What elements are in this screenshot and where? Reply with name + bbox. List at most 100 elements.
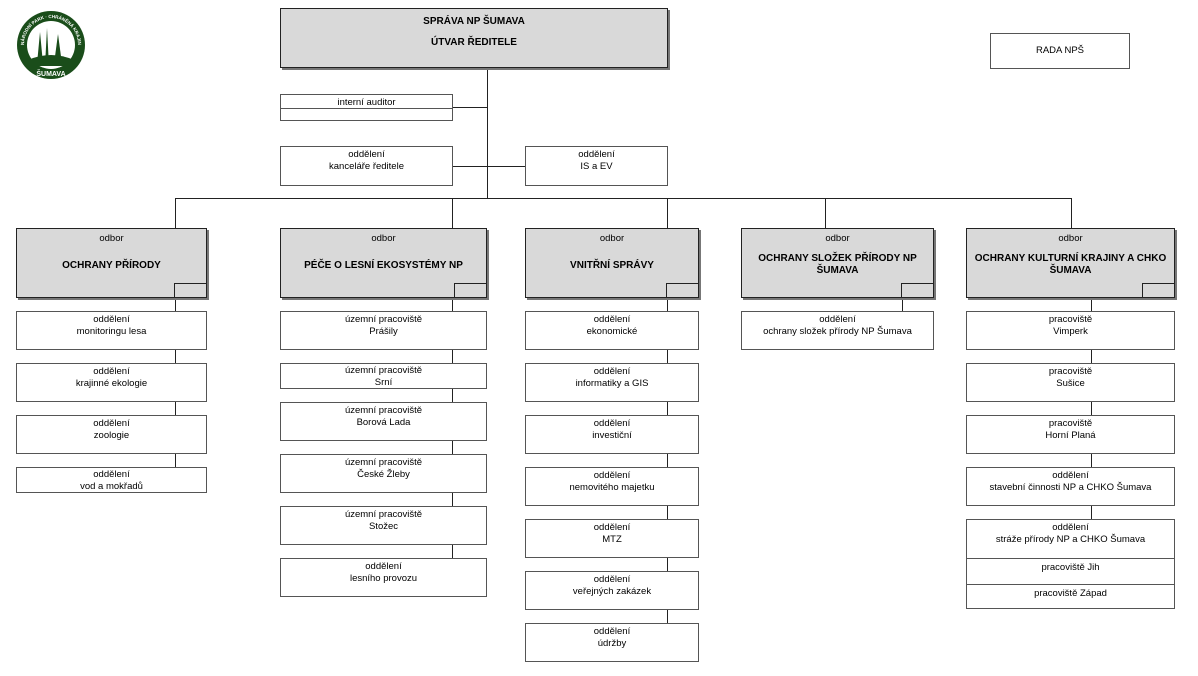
unit-l1: oddělení — [365, 561, 402, 572]
unit-verejnych-zakazek: oddělení veřejných zakázek — [525, 571, 699, 610]
odbor-name: OCHRANY SLOŽEK PŘÍRODY NP ŠUMAVA — [758, 253, 917, 276]
unit-vimperk: pracoviště Vimperk — [966, 311, 1175, 350]
kancelar-l2: kanceláře ředitele — [329, 161, 404, 172]
is-connector — [487, 166, 525, 167]
kancelar-connector — [453, 166, 487, 167]
unit-srni: územní pracoviště Srní — [280, 363, 487, 389]
kancelar-l1: oddělení — [348, 149, 385, 160]
odbor-ochrany-kulturni: odbor OCHRANY KULTURNÍ KRAJINY A CHKO ŠU… — [966, 228, 1175, 298]
odbor-ochrany-prirody: odbor OCHRANY PŘÍRODY — [16, 228, 207, 298]
odbor-label: odbor — [1058, 233, 1083, 244]
unit-l1: oddělení — [593, 418, 631, 429]
unit-prasily: územní pracoviště Prášily — [280, 311, 487, 350]
odbor-name: OCHRANY PŘÍRODY — [62, 260, 161, 271]
unit-l1: oddělení — [593, 470, 631, 481]
drop-1 — [175, 198, 176, 228]
unit-l1: oddělení — [593, 366, 631, 377]
drop-3 — [667, 198, 668, 228]
odbor-label: odbor — [599, 233, 625, 244]
unit-susice: pracoviště Sušice — [966, 363, 1175, 402]
unit-l1: oddělení — [593, 314, 631, 325]
unit-l2: monitoringu lesa — [76, 326, 147, 337]
unit-l1: územní pracoviště — [344, 457, 423, 468]
unit-monitoringu-lesa: oddělení monitoringu lesa — [16, 311, 207, 350]
unit-l1: oddělení — [819, 314, 856, 325]
director-box: SPRÁVA NP ŠUMAVA ÚTVAR ŘEDITELE — [280, 8, 668, 68]
odbor-pece-o-lesni: odbor PÉČE O LESNÍ EKOSYSTÉMY NP — [280, 228, 487, 298]
unit-vod-a-mokradu: oddělení vod a mokřadů — [16, 467, 207, 493]
odbor-label: odbor — [825, 233, 850, 244]
odbor-vnitrni-spravy: odbor VNITŘNÍ SPRÁVY — [525, 228, 699, 298]
spine-4 — [902, 298, 903, 312]
unit-ochrany-slozek: oddělení ochrany složek přírody NP Šumav… — [741, 311, 934, 350]
unit-l1: oddělení — [1052, 522, 1089, 533]
unit-l1: územní pracoviště — [344, 314, 423, 325]
unit-l2: Sušice — [1056, 378, 1085, 389]
unit-l1: oddělení — [93, 469, 130, 480]
unit-investicni: oddělení investiční — [525, 415, 699, 454]
unit-l1: územní pracoviště — [344, 509, 423, 520]
unit-l2: Vimperk — [1053, 326, 1088, 337]
is-l1: oddělení — [578, 149, 615, 160]
odbor-ochrany-slozek: odbor OCHRANY SLOŽEK PŘÍRODY NP ŠUMAVA — [741, 228, 934, 298]
unit-l2: lesního provozu — [349, 573, 418, 584]
unit-l2: zoologie — [93, 430, 130, 441]
auditor-label: interní auditor — [337, 97, 396, 108]
unit-ceske-zleby: územní pracoviště České Žleby — [280, 454, 487, 493]
unit-l2: krajinné ekologie — [75, 378, 148, 389]
sub-unit-zapad: pracoviště Západ — [1034, 588, 1107, 599]
unit-l2: Prášily — [369, 326, 398, 337]
unit-l2: stavební činnosti NP a CHKO Šumava — [989, 482, 1152, 493]
unit-l2: MTZ — [602, 534, 622, 545]
unit-l2: Horní Planá — [1045, 430, 1096, 441]
unit-l1: oddělení — [593, 626, 631, 637]
director-title: SPRÁVA NP ŠUMAVA — [423, 16, 525, 27]
unit-l1: oddělení — [93, 418, 130, 429]
unit-l2: stráže přírody NP a CHKO Šumava — [995, 534, 1146, 545]
auditor-connector — [453, 107, 487, 108]
unit-l1: oddělení — [1052, 470, 1089, 481]
unit-l2: informatiky a GIS — [575, 378, 649, 389]
spine-5 — [1091, 298, 1092, 520]
unit-udrzby: oddělení údržby — [525, 623, 699, 662]
unit-l2: České Žleby — [357, 469, 410, 480]
unit-l2: Borová Lada — [356, 417, 411, 428]
unit-ekonomicke: oddělení ekonomické — [525, 311, 699, 350]
unit-nemovitého-majetku: oddělení nemovitého majetku — [525, 467, 699, 506]
unit-l2: nemovitého majetku — [569, 482, 655, 493]
unit-horni-plana: pracoviště Horní Planá — [966, 415, 1175, 454]
unit-stavebni-cinnosti: oddělení stavební činnosti NP a CHKO Šum… — [966, 467, 1175, 506]
unit-l1: územní pracoviště — [344, 405, 423, 416]
unit-l2: veřejných zakázek — [572, 586, 652, 597]
drop-2 — [452, 198, 453, 228]
unit-l2: investiční — [592, 430, 632, 441]
unit-mtz: oddělení MTZ — [525, 519, 699, 558]
unit-l1: územní pracoviště — [344, 365, 423, 376]
unit-l1: oddělení — [593, 574, 631, 585]
rada-box: RADA NPŠ — [990, 33, 1130, 69]
drop-4 — [825, 198, 826, 228]
is-box: oddělení IS a EV — [525, 146, 668, 186]
kancelar-box: oddělení kanceláře ředitele — [280, 146, 453, 186]
unit-stozec: územní pracoviště Stožec — [280, 506, 487, 545]
unit-l2: vod a mokřadů — [80, 481, 143, 492]
unit-l1: oddělení — [593, 522, 631, 533]
unit-lesniho-provozu: oddělení lesního provozu — [280, 558, 487, 597]
unit-l2: Stožec — [368, 521, 399, 532]
rada-label: RADA NPŠ — [1035, 45, 1085, 56]
director-subtitle: ÚTVAR ŘEDITELE — [431, 37, 517, 48]
sumava-logo: NÁRODNÍ PARK · CHRÁNĚNÁ KRAJINNÁ OBLAST … — [16, 10, 85, 79]
unit-l1: pracoviště — [1048, 314, 1093, 325]
unit-l1: oddělení — [93, 366, 130, 377]
unit-l2: údržby — [597, 638, 627, 649]
main-trunk — [487, 68, 488, 198]
logo-bottom-text: ŠUMAVA — [36, 69, 65, 78]
odbor-name: PÉČE O LESNÍ EKOSYSTÉMY NP — [304, 260, 463, 271]
spine-3 — [667, 298, 668, 623]
auditor-box: interní auditor — [280, 94, 453, 121]
unit-borova-lada: územní pracoviště Borová Lada — [280, 402, 487, 441]
unit-l2: Srní — [374, 377, 393, 388]
odbor-label: odbor — [99, 233, 124, 244]
unit-l1: oddělení — [93, 314, 130, 325]
unit-krajinne-ekologie: oddělení krajinné ekologie — [16, 363, 207, 402]
